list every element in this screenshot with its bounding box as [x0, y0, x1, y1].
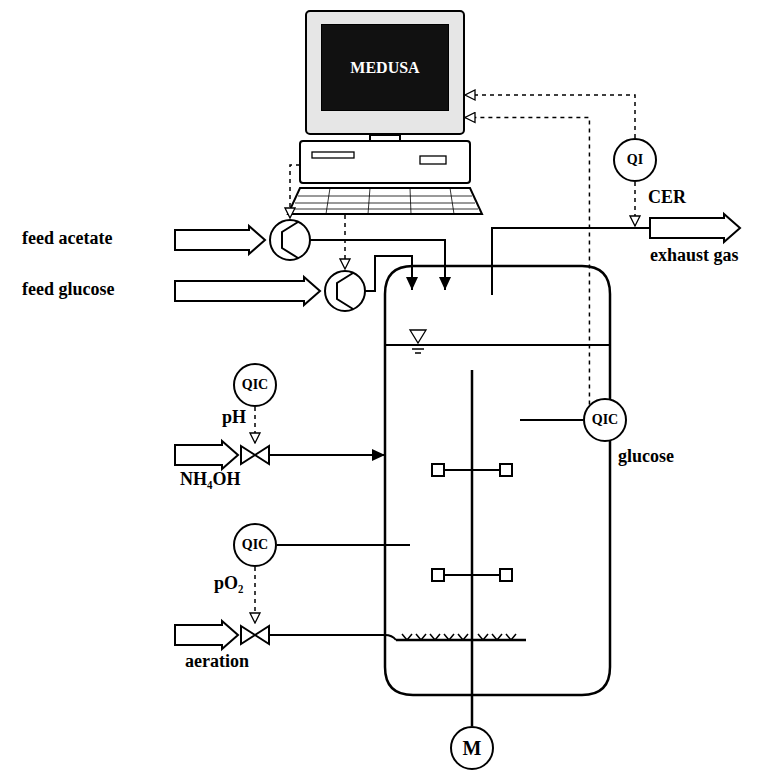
pump-symbol: [337, 273, 353, 309]
pump-symbol: [282, 222, 298, 258]
keyboard-keys: [292, 188, 478, 214]
feed-line: [365, 256, 412, 291]
impeller: [444, 470, 500, 575]
indicator-circle: QI: [613, 138, 657, 182]
impeller-blade: [432, 569, 444, 581]
feed-arrow: [175, 226, 265, 254]
signal-connector: [465, 95, 635, 138]
valve-symbol: [241, 626, 269, 644]
signal-connector: [465, 118, 589, 405]
signal-line: [344, 215, 346, 269]
signal-line: [254, 407, 256, 443]
stream-label: feed glucose: [22, 280, 114, 300]
controlled-variable: pO₂: [214, 574, 243, 594]
stream-label: exhaust gas: [650, 246, 739, 266]
instrument-code: QIC: [592, 412, 618, 427]
keyboard: [288, 188, 482, 214]
pump-symbol: [270, 220, 310, 260]
valve-symbol: [241, 446, 269, 464]
instrument-code: QIC: [242, 377, 268, 392]
impeller-blade: [432, 464, 444, 476]
signal-line: [254, 567, 256, 623]
exhaust-pipe: [492, 228, 650, 295]
level-marker: [412, 349, 424, 353]
sparger: [396, 639, 526, 642]
liquid-level: [385, 344, 610, 346]
computer-case: [300, 141, 470, 183]
stream-label: NH₄OH: [180, 470, 240, 490]
impeller-blade: [500, 464, 512, 476]
signal-line: [634, 182, 636, 226]
sensor-line: [277, 544, 410, 546]
feed-arrow: [175, 621, 238, 649]
feed-arrow: [175, 277, 320, 305]
controller-circle: QICpO₂: [233, 523, 277, 567]
drive-slot: [312, 152, 354, 158]
instrument-code: M: [463, 737, 482, 759]
sparger-holes: [402, 634, 516, 640]
level-marker: [410, 330, 426, 343]
computer-screen: MEDUSA: [321, 24, 449, 111]
stirrer-shaft: [471, 370, 474, 726]
stream-label: CER: [648, 188, 686, 208]
bioreactor-vessel: [385, 266, 610, 695]
stream-label: feed acetate: [22, 229, 112, 249]
drive-slot: [420, 156, 446, 164]
controlled-variable: pH: [222, 408, 246, 428]
controlled-variable: glucose: [618, 447, 674, 467]
feed-arrow: [175, 441, 238, 469]
pump-symbol: [325, 271, 365, 311]
controller-circle: QICglucose: [583, 398, 627, 442]
sensor-line: [520, 419, 583, 421]
instrument-code: QIC: [242, 537, 268, 552]
computer-monitor: MEDUSA: [305, 10, 465, 135]
instrument-code: QI: [627, 152, 643, 167]
signal-line: [290, 165, 300, 218]
aeration-line: [269, 635, 396, 640]
impeller-blade: [500, 569, 512, 581]
exhaust-arrow: [650, 214, 740, 242]
stream-label: aeration: [185, 652, 249, 672]
controller-circle: QICpH: [233, 363, 277, 407]
feed-line: [269, 454, 385, 456]
screen-text: MEDUSA: [350, 59, 419, 77]
motor-circle: M: [450, 726, 494, 770]
